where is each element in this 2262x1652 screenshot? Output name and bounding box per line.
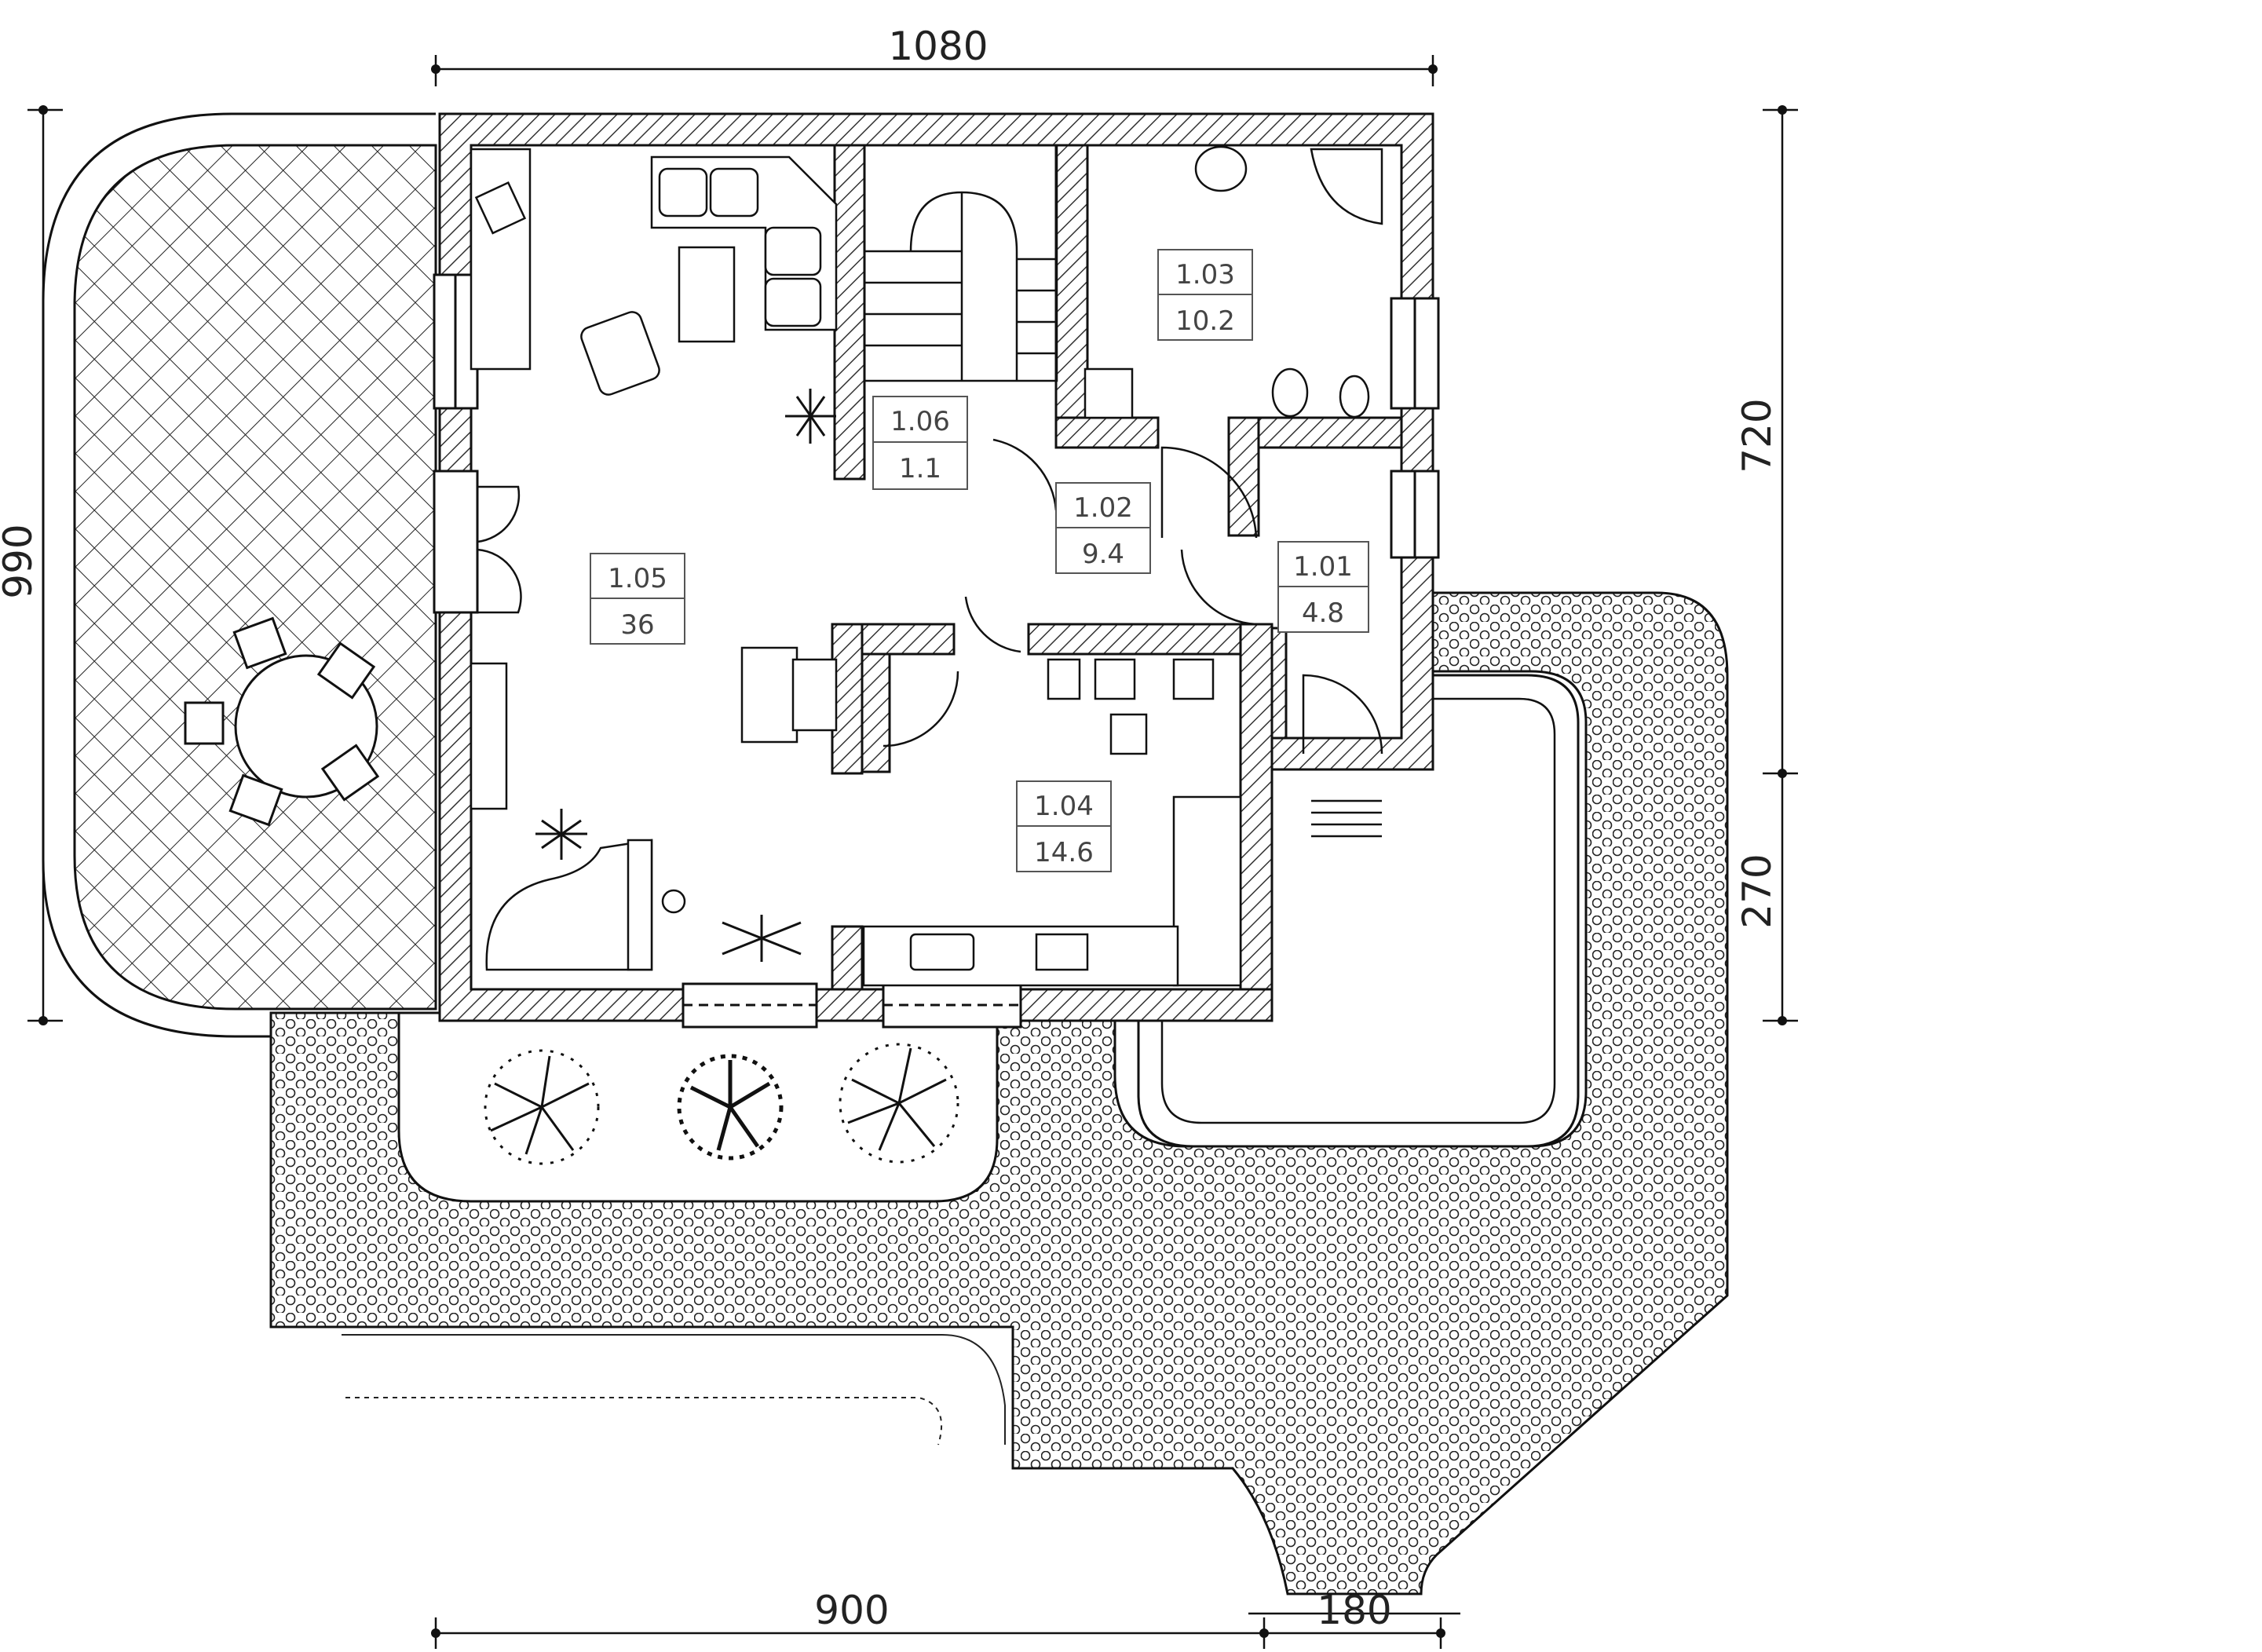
west-terrace	[73, 144, 437, 1011]
coffee-table	[678, 246, 736, 343]
dimension-bottom: 900 180	[431, 1588, 1460, 1649]
grand-piano	[485, 839, 686, 971]
room-number: 1.06	[890, 406, 950, 437]
desk	[470, 148, 532, 371]
dimension-label-top: 1080	[888, 24, 988, 69]
room-label-1.02: 1.02 9.4	[1055, 482, 1151, 574]
room-number: 1.05	[608, 563, 667, 594]
courtyard-pool	[1137, 674, 1580, 1148]
room-label-1.03: 1.03 10.2	[1157, 249, 1253, 341]
room-area: 36	[620, 609, 654, 641]
room-area: 9.4	[1082, 539, 1124, 570]
kitchen-units	[862, 658, 1242, 987]
room-area: 1.1	[899, 453, 941, 484]
dimension-top: 1080	[431, 24, 1438, 86]
terrace-dining-set	[184, 616, 380, 827]
room-number: 1.03	[1175, 259, 1235, 291]
room-number: 1.02	[1073, 492, 1133, 524]
room-label-1.01: 1.01 4.8	[1277, 541, 1369, 633]
dimension-label-right-upper: 720	[1734, 398, 1780, 473]
dimension-right: 720 270	[1734, 105, 1798, 1025]
room-area: 10.2	[1175, 305, 1235, 337]
bathroom-fixtures	[1083, 145, 1383, 419]
trees	[484, 1043, 959, 1165]
dimension-label-left: 990	[0, 524, 41, 598]
dimension-label-bottom-right: 180	[1317, 1588, 1391, 1633]
dimension-left: 990	[0, 105, 63, 1025]
room-label-1.05: 1.05 36	[590, 553, 685, 645]
room-label-1.06: 1.06 1.1	[872, 396, 968, 490]
sofa	[650, 155, 838, 331]
room-area: 14.6	[1034, 837, 1094, 868]
bookshelf	[470, 662, 508, 810]
room-number: 1.04	[1034, 791, 1094, 822]
exterior-vent	[1311, 799, 1382, 838]
grass-strip	[342, 1334, 1006, 1446]
room-area: 4.8	[1302, 598, 1344, 629]
garden-bed	[397, 1011, 999, 1203]
staircase	[863, 144, 1058, 382]
windows	[433, 273, 1440, 1029]
dimension-label-right-lower: 270	[1734, 853, 1780, 928]
room-label-1.04: 1.04 14.6	[1016, 780, 1112, 872]
fireplace-hearth	[740, 646, 838, 744]
house-walls	[438, 112, 1434, 1022]
dimension-label-bottom-left: 900	[814, 1588, 889, 1633]
armchair	[580, 311, 660, 396]
room-number: 1.01	[1293, 551, 1353, 583]
indoor-plants	[535, 389, 836, 962]
door-swings	[477, 438, 1383, 755]
